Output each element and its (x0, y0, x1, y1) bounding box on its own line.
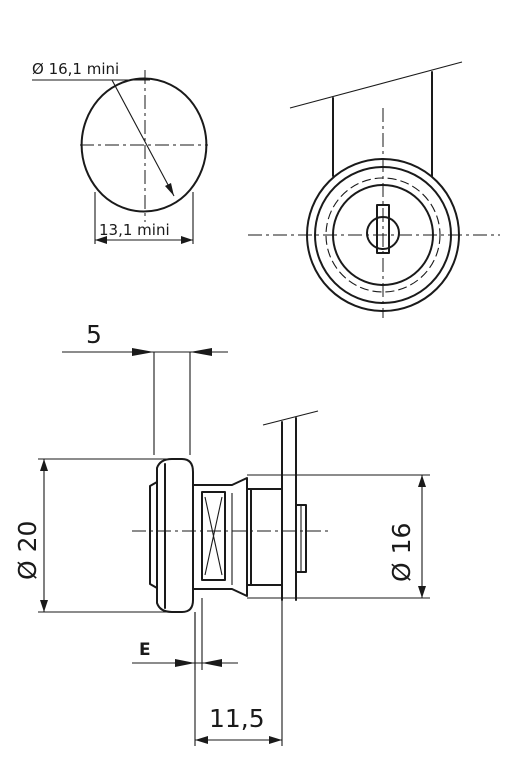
dia16-arrow-top-icon (418, 475, 426, 487)
neck-body (192, 477, 248, 597)
diameter-leader-diagonal (111, 79, 175, 197)
panel-edge-line (289, 61, 463, 109)
cutout-outline (80, 77, 208, 213)
len-arrow-left-icon (195, 736, 208, 744)
width-arrow-left-icon (95, 236, 107, 244)
width-arrow-right-icon (181, 236, 193, 244)
body-diameter-label: Ø 16 (387, 523, 416, 582)
e-dimension-label: E (139, 640, 151, 660)
body-length-label: 11,5 (209, 704, 265, 733)
e-arrow-left-icon (175, 659, 195, 667)
e-arrow-right-icon (202, 659, 222, 667)
front-diameter-label: Ø 20 (13, 521, 42, 580)
dia20-arrow-top-icon (40, 459, 48, 471)
key-diameter-label: Ø 16,1 mini (32, 60, 119, 78)
side-view: 5 Ø 20 Ø 16 E 11,5 (13, 320, 430, 746)
dia20-arrow-bottom-icon (40, 600, 48, 612)
side-panel (281, 417, 297, 601)
flange-thickness-label: 5 (86, 320, 102, 349)
flange-front-lip (149, 481, 158, 589)
key-width-label: 13,1 mini (99, 221, 170, 239)
len-arrow-right-icon (269, 736, 282, 744)
dim5-arrow-right-icon (190, 348, 212, 356)
dim5-arrow-left-icon (132, 348, 154, 356)
diameter-arrow-icon (165, 183, 174, 196)
front-flange (156, 458, 194, 613)
neck-groove (201, 491, 226, 581)
front-view (248, 61, 500, 318)
key-cutout-view: Ø 16,1 mini 13,1 mini (32, 60, 208, 244)
dia16-arrow-bottom-icon (418, 586, 426, 598)
side-panel-slant (262, 410, 319, 426)
rear-body (246, 488, 283, 586)
neck-groove-cross (204, 496, 223, 576)
